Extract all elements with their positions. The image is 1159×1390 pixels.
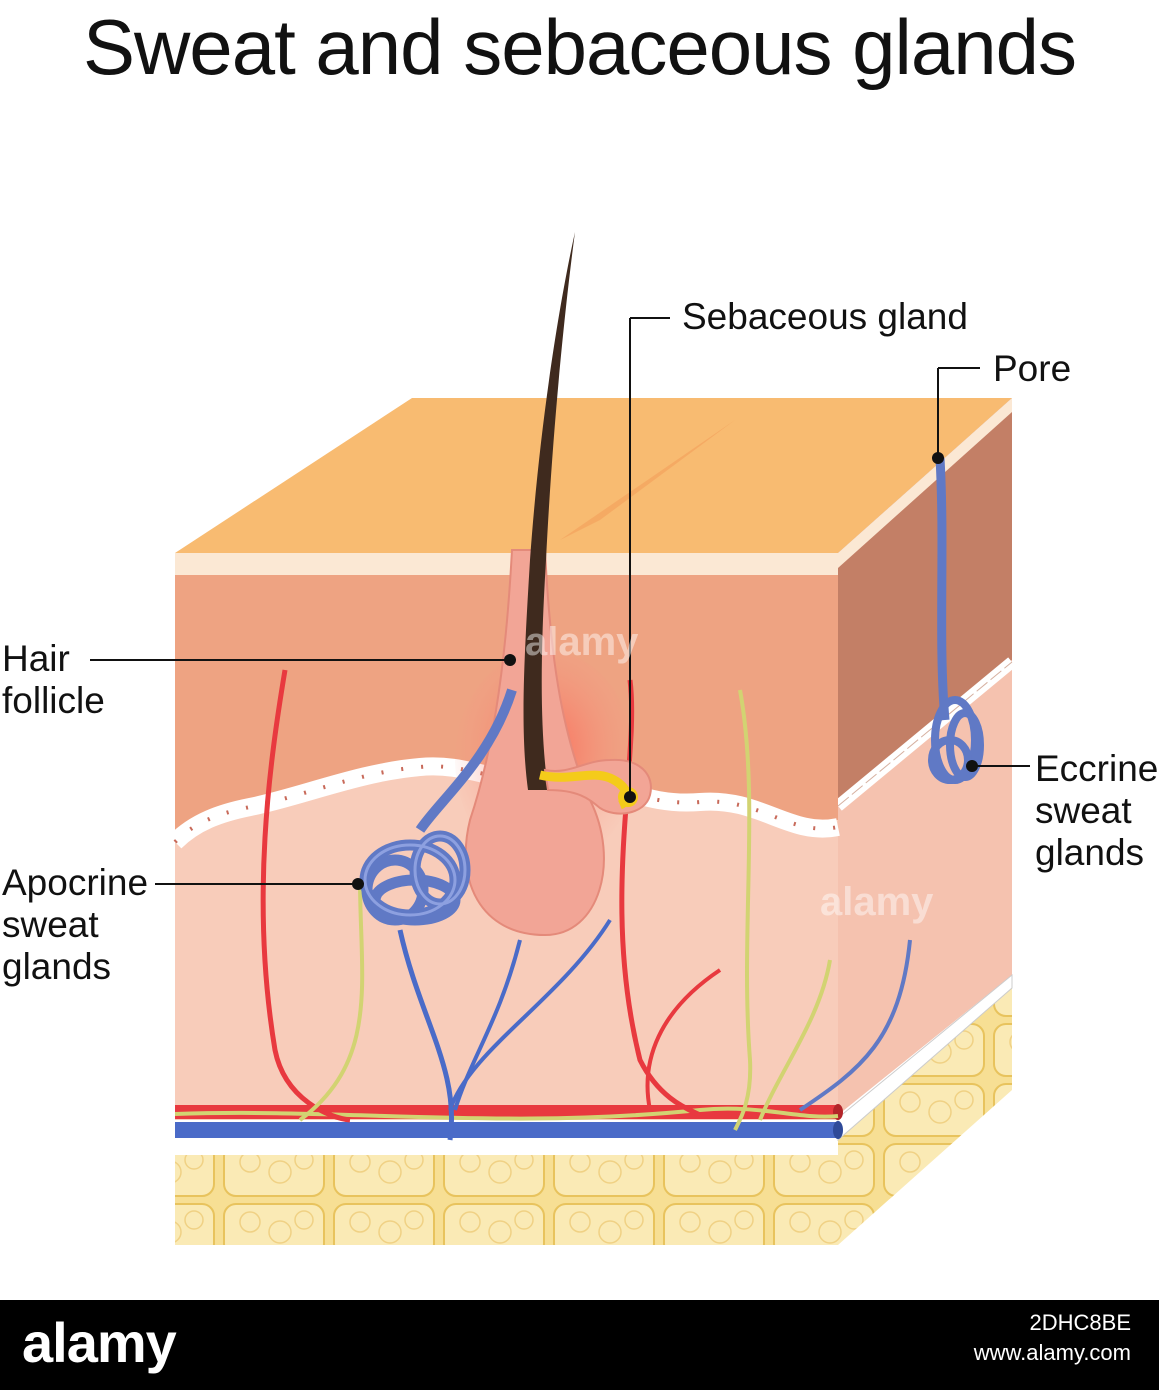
brand-logo: alamy — [22, 1311, 177, 1374]
image-id: 2DHC8BE www.alamy.com — [973, 1310, 1131, 1365]
label-apocrine: Apocrine sweat glands — [2, 862, 149, 987]
eccrine-duct — [935, 457, 950, 721]
watermark: alamy — [525, 620, 639, 664]
skin-side-fat — [838, 985, 1012, 1245]
label-hair-follicle: Hair follicle — [2, 638, 105, 721]
label-pore: Pore — [993, 348, 1072, 389]
label-eccrine: Eccrine sweat glands — [1035, 748, 1159, 873]
skin-top-surface — [175, 398, 1012, 553]
stratum-corneum — [175, 553, 838, 575]
label-sebaceous-gland: Sebaceous gland — [682, 296, 968, 337]
hair-shaft — [523, 232, 575, 790]
hypodermis-fat — [175, 1155, 838, 1245]
footer-bar: alamy 2DHC8BE www.alamy.com — [0, 1300, 1159, 1390]
skin-side-epidermis — [838, 398, 1012, 805]
eccrine-coil — [928, 696, 984, 784]
dermis — [175, 759, 838, 1120]
vein — [175, 1122, 838, 1138]
watermark: alamy — [820, 880, 934, 924]
skin-diagram — [90, 232, 1030, 1245]
page-title: Sweat and sebaceous glands — [82, 3, 1077, 91]
